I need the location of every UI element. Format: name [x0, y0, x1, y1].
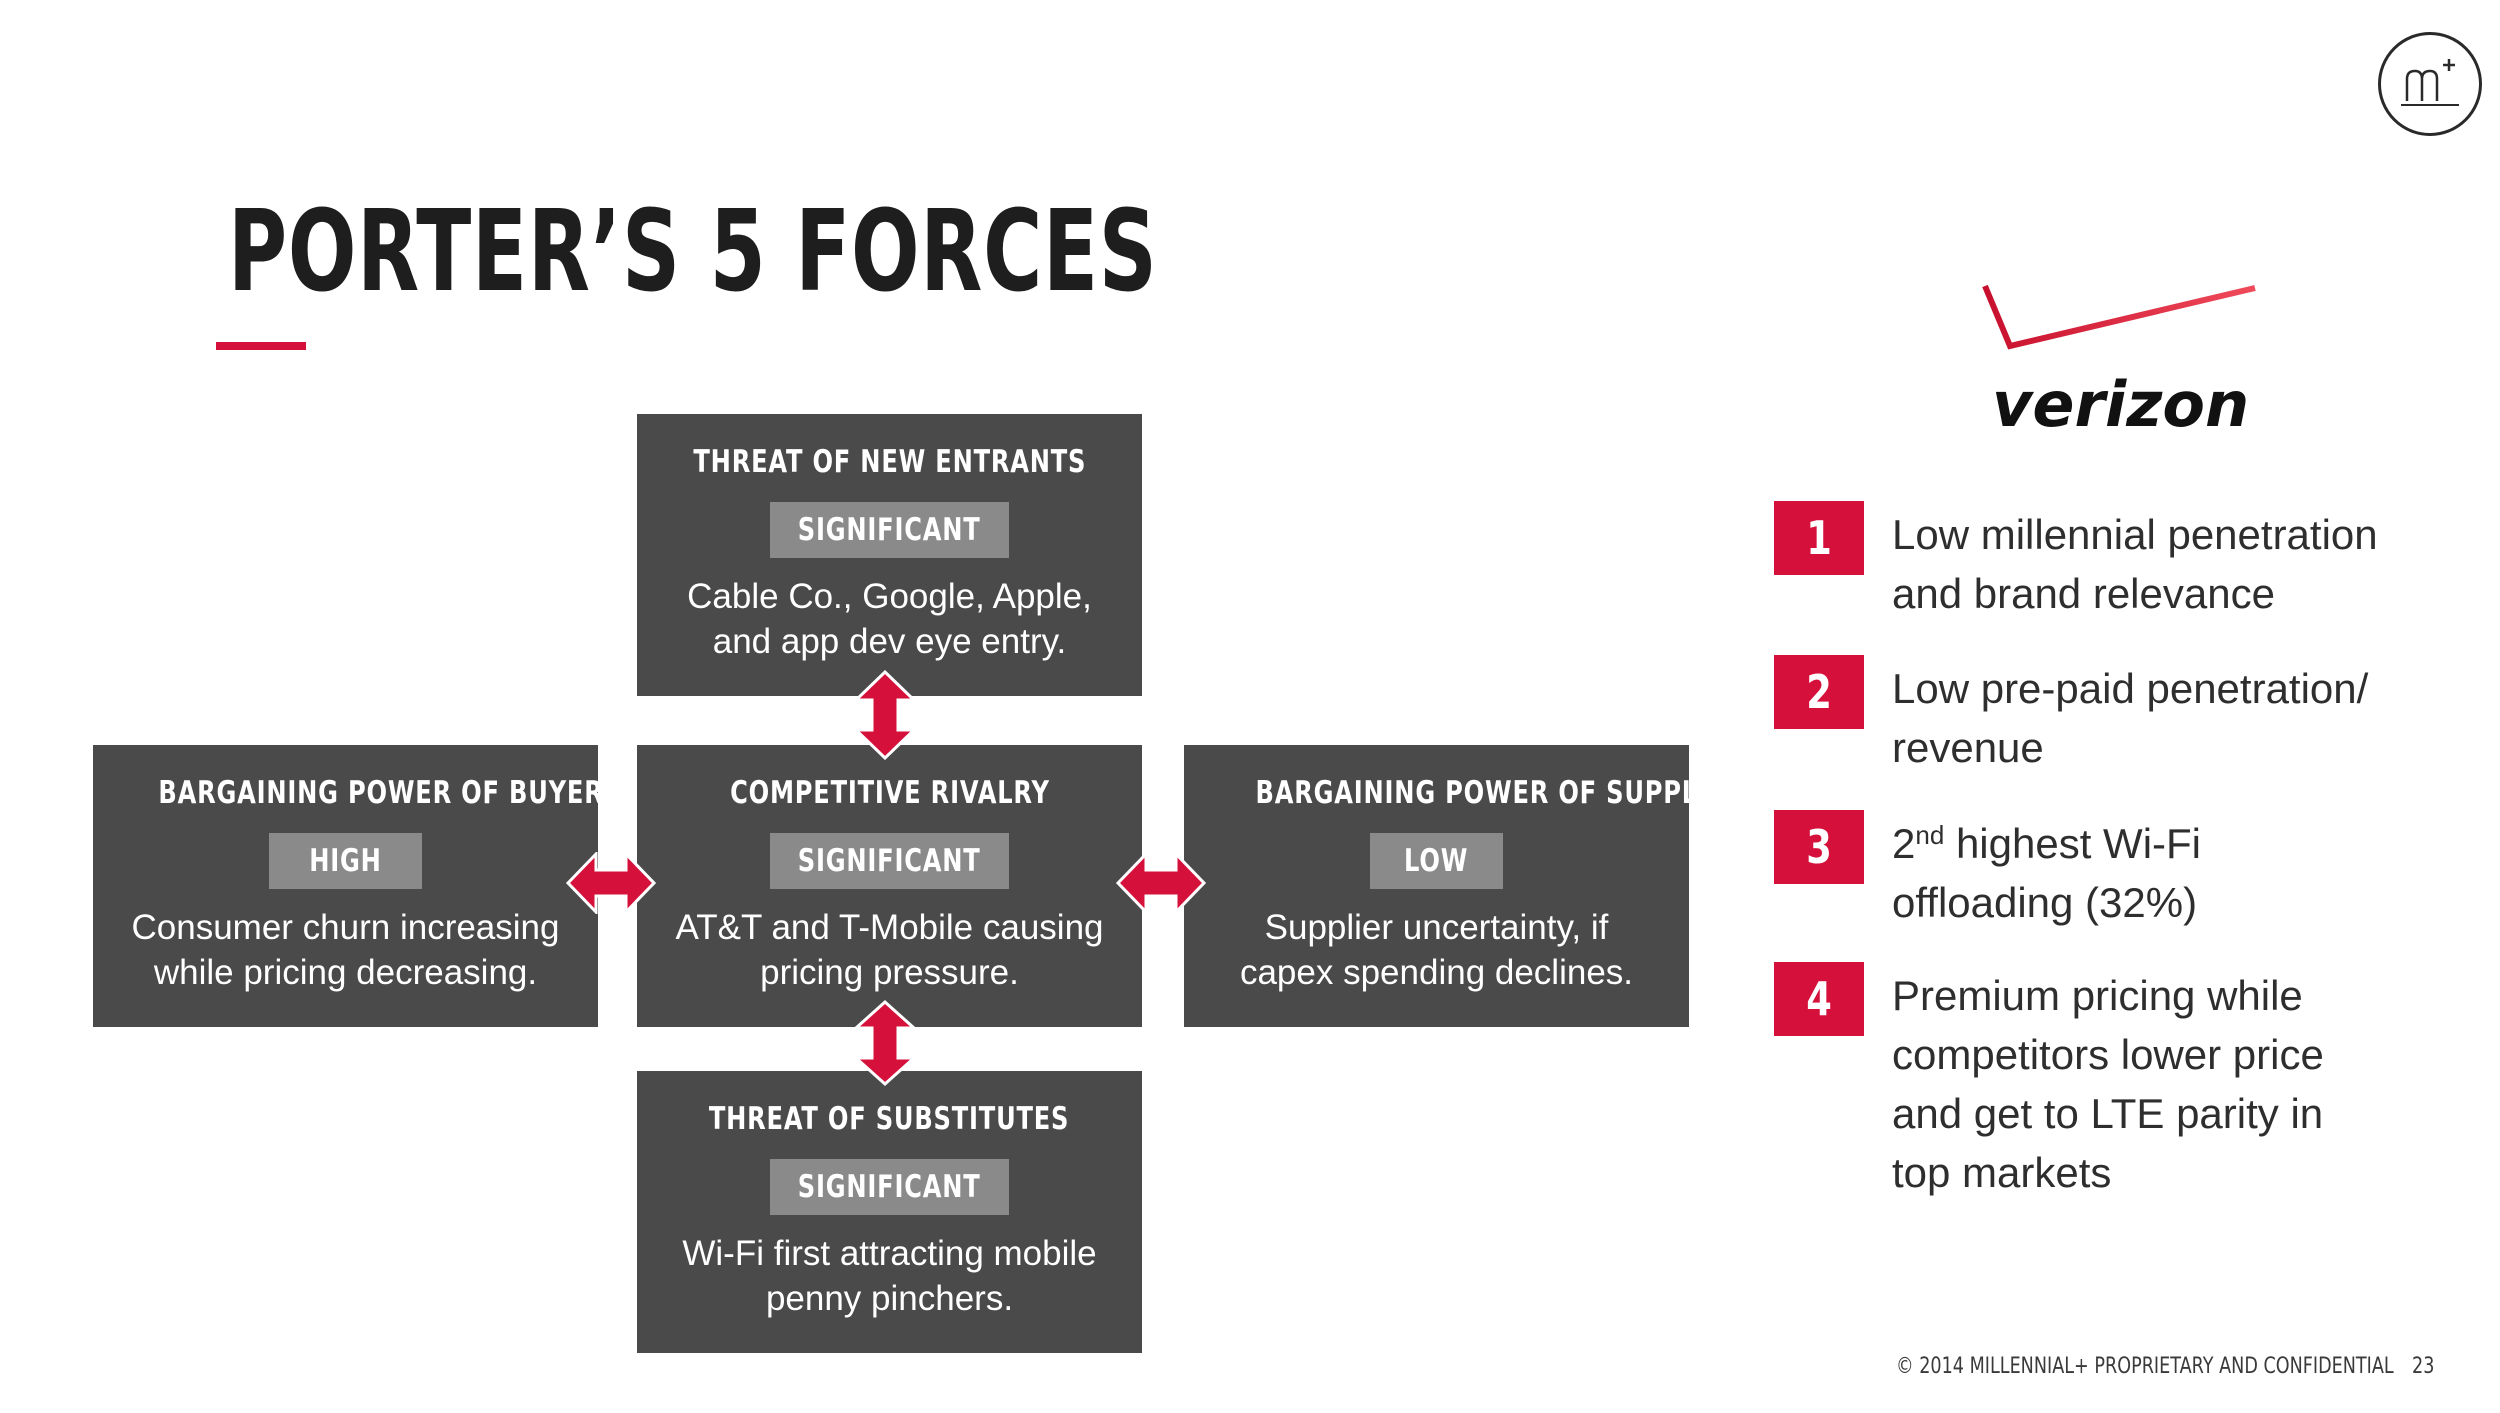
force-threat-of-substitutes: THREAT OF SUBSTITUTES SIGNIFICANT Wi-Fi … [637, 1071, 1142, 1353]
force-description: Consumer churn increasing while pricing … [131, 908, 560, 992]
title-underline [216, 342, 306, 350]
point-text: Low millennial penetration and brand rel… [1892, 511, 2378, 617]
point-number-badge: 2 [1774, 655, 1864, 729]
double-arrow-vertical-icon [854, 670, 916, 760]
point-number-badge: 3 [1774, 810, 1864, 884]
double-arrow-horizontal-icon [566, 852, 656, 914]
force-bargaining-power-of-suppliers: BARGAINING POWER OF SUPPLIERS LOW Suppli… [1184, 745, 1763, 1027]
force-title: COMPETITIVE RIVALRY [729, 775, 1050, 811]
point-text: Low pre-paid penetration/ revenue [1892, 665, 2369, 771]
point-number-badge: 1 [1774, 501, 1864, 575]
force-level-badge: SIGNIFICANT [770, 833, 1009, 889]
force-title: THREAT OF SUBSTITUTES [709, 1101, 1070, 1137]
force-description: AT&T and T-Mobile causing pricing pressu… [675, 908, 1104, 992]
force-title: THREAT OF NEW ENTRANTS [693, 444, 1086, 480]
svg-text:verizon: verizon [1992, 368, 2249, 441]
page-title: PORTER’S 5 FORCES [228, 187, 1158, 317]
force-title: BARGAINING POWER OF BUYERS [158, 775, 622, 811]
double-arrow-vertical-icon [854, 1000, 916, 1086]
force-description: Cable Co., Google, Apple, and app dev ey… [687, 577, 1092, 661]
point-text: 2nd highest Wi-Fi offloading (32%) [1892, 820, 2201, 926]
force-description: Supplier uncertainty, if capex spending … [1239, 908, 1634, 992]
force-competitive-rivalry: COMPETITIVE RIVALRY SIGNIFICANT AT&T and… [637, 745, 1142, 1027]
force-title: BARGAINING POWER OF SUPPLIERS [1255, 775, 1763, 811]
millennial-plus-logo-icon [2378, 32, 2482, 136]
force-bargaining-power-of-buyers: BARGAINING POWER OF BUYERS HIGH Consumer… [93, 745, 622, 1027]
force-threat-of-new-entrants: THREAT OF NEW ENTRANTS SIGNIFICANT Cable… [637, 414, 1142, 696]
verizon-logo-icon: verizon [1982, 284, 2256, 441]
point-text: Premium pricing while competitors lower … [1892, 972, 2324, 1196]
force-description: Wi-Fi first attracting mobile penny pinc… [682, 1234, 1097, 1318]
footer-copyright: © 2014 MILLENNIAL+ PROPRIETARY AND CONFI… [1896, 1354, 2394, 1379]
force-level-badge: SIGNIFICANT [770, 1159, 1009, 1215]
force-level-badge: HIGH [269, 833, 422, 889]
force-level-badge: SIGNIFICANT [770, 502, 1009, 558]
point-number-badge: 4 [1774, 962, 1864, 1036]
page-number: 23 [2412, 1354, 2435, 1379]
force-level-badge: LOW [1370, 833, 1503, 889]
double-arrow-horizontal-icon [1116, 852, 1206, 914]
